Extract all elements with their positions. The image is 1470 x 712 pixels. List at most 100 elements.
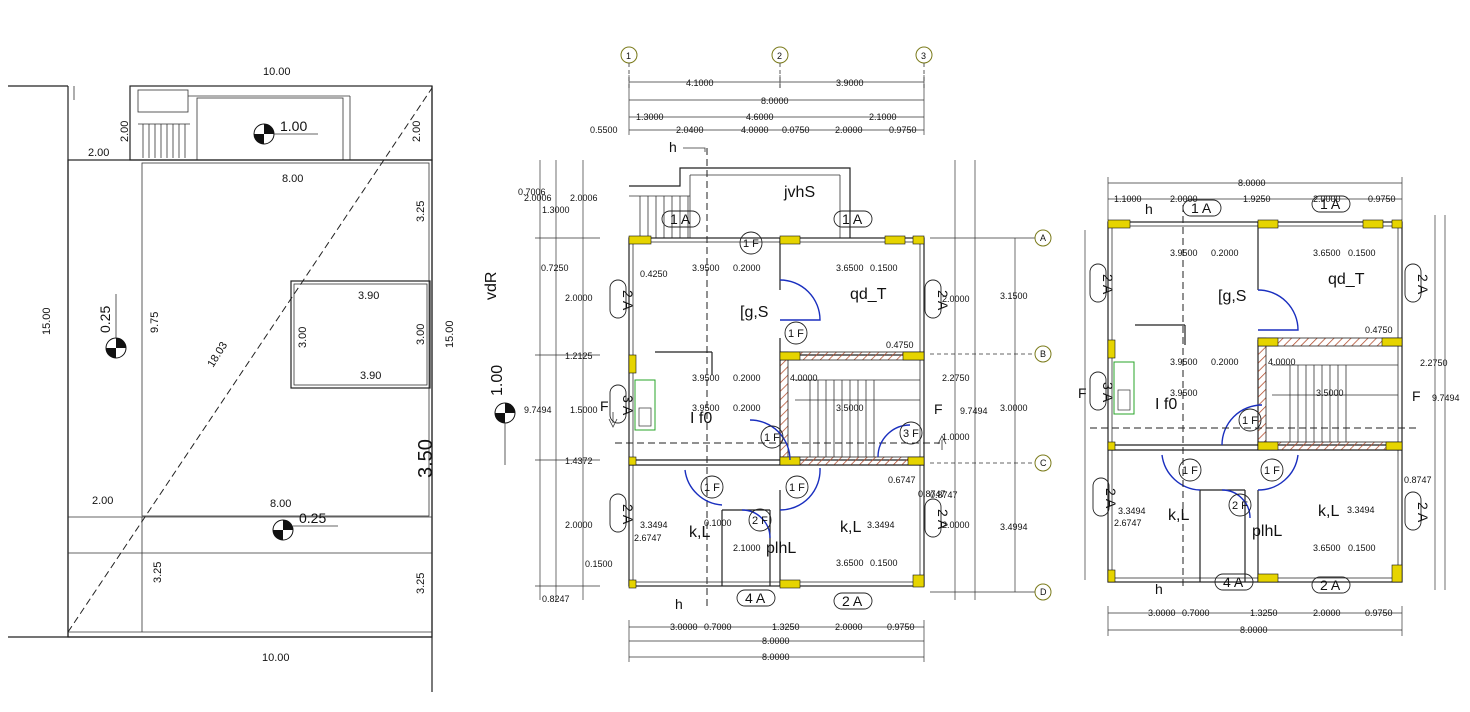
ff-dim-b: 0.2000 — [1211, 248, 1239, 258]
ff-tag-1: 1 A — [1191, 200, 1212, 216]
ff-dim-p: 3.6500 — [1313, 543, 1341, 553]
ff-tag-12: 1 F — [1264, 465, 1280, 477]
gf-dim-p: 0.4750 — [886, 340, 914, 350]
ff-cut-bottom: h — [1155, 581, 1163, 597]
gf-tag-11: 1 F — [788, 328, 804, 340]
gf-left-total: 9.7494 — [524, 405, 552, 415]
site-level-mid: 0.25 — [97, 306, 113, 333]
gf-tag-14: 1 F — [789, 482, 805, 494]
gf-left-dim-2: 0.7006 — [518, 187, 546, 197]
site-right-height: 15.00 — [444, 320, 456, 348]
gf-room-room-1: k,L — [689, 524, 710, 541]
ff-bottom-dim-5: 0.9750 — [1365, 608, 1393, 618]
gf-tag-3: 2 A — [620, 290, 636, 311]
gf-room-hall: I f0 — [690, 410, 712, 427]
gf-bottom-dim-3: 1.3250 — [772, 622, 800, 632]
gf-room-side-label: vdR — [483, 272, 500, 300]
gf-dim-o: 3.3494 — [867, 520, 895, 530]
gf-top-dim-2: 3.9000 — [836, 78, 864, 88]
gf-dim-k: 2.1000 — [733, 543, 761, 553]
gf-top-dim-r3-6: 0.9750 — [889, 125, 917, 135]
gf-bottom-total-1: 8.0000 — [762, 636, 790, 646]
gf-right-dim-2: 3.0000 — [1000, 403, 1028, 413]
site-left-strip: 2.00 — [88, 147, 109, 159]
ff-tag-13: 2 F — [1232, 500, 1248, 512]
ff-room-room-1: k,L — [1168, 507, 1189, 524]
site-big-label: 3.50 — [415, 439, 437, 478]
ff-tag-11: 1 F — [1182, 465, 1198, 477]
ff-room-bedroom: [g,S — [1218, 288, 1246, 305]
ff-room-room-2: k,L — [1318, 503, 1339, 520]
site-left-strip-lower: 2.00 — [92, 495, 113, 507]
gf-level: 1.00 — [489, 365, 506, 396]
ff-dim-q: 0.1500 — [1348, 543, 1376, 553]
ff-dim-e: 3.9500 — [1170, 357, 1198, 367]
ground-floor-plan: 1 2 3 4.1000 3.9000 8.0000 1.3000 4.6000… — [483, 46, 1052, 662]
ff-tag-3: 2 A — [1100, 274, 1116, 295]
site-left-height: 15.00 — [41, 307, 53, 335]
grid-col-2-label: 2 — [777, 51, 782, 61]
site-plan: 1.00 0.25 0.25 10.00 10.00 15.00 15.00 2… — [8, 66, 456, 692]
gf-dim-h: 3.9500 — [692, 403, 720, 413]
gf-dim-c: 3.6500 — [836, 263, 864, 273]
ff-tags — [1089, 195, 1422, 594]
gf-tag-4: 2 A — [935, 290, 951, 311]
gf-tag-13: 1 F — [704, 482, 720, 494]
grid-row-a — [1034, 229, 1052, 247]
ff-dim-n: 2.6747 — [1114, 518, 1142, 528]
ff-top-dim-1: 1.1000 — [1114, 194, 1142, 204]
gf-cut-left: F — [600, 398, 609, 414]
grid-row-b-label: B — [1040, 349, 1046, 359]
site-inner-height: 9.75 — [149, 312, 161, 333]
ff-hatched-wall-1 — [1257, 337, 1403, 347]
ff-tag-9: 2 A — [1320, 577, 1341, 593]
ff-top-dim-5: 0.9750 — [1368, 194, 1396, 204]
ff-cut-right: F — [1412, 388, 1421, 404]
gf-top-dim-r3-3: 4.0000 — [741, 125, 769, 135]
gf-right-dim-8: 1.0000 — [942, 432, 970, 442]
gf-tag-12: 1 F — [764, 432, 780, 444]
ff-hatched-wall-3 — [1257, 441, 1403, 451]
gf-bottom-total-2: 8.0000 — [762, 652, 790, 662]
grid-row-b — [1034, 345, 1052, 363]
gf-bottom-dim-5: 0.9750 — [887, 622, 915, 632]
gf-right-dim-7: 0.8747 — [918, 489, 946, 499]
site-stair-depth-right: 2.00 — [411, 121, 423, 142]
gf-hatched-wall-1 — [779, 351, 925, 361]
ff-top-dim-3: 1.9250 — [1243, 194, 1271, 204]
ff-tag-8: 4 A — [1223, 574, 1244, 590]
site-level-bottom: 0.25 — [299, 510, 326, 526]
site-right-bottom: 3.25 — [415, 573, 427, 594]
gf-top-dim-r2-1: 1.3000 — [636, 112, 664, 122]
gf-left-dim-11: 0.1500 — [585, 559, 613, 569]
ff-dim-d: 0.1500 — [1348, 248, 1376, 258]
ff-right-total: 9.7494 — [1432, 393, 1460, 403]
ff-tag-2: 1 A — [1320, 196, 1341, 212]
site-inner-box — [290, 280, 431, 389]
ff-bottom-dim-2: 0.7000 — [1182, 608, 1210, 618]
ff-door-swings — [1161, 289, 1299, 519]
site-box-height-left: 3.00 — [297, 327, 309, 348]
gf-top-dim-r3-4: 0.0750 — [782, 125, 810, 135]
gf-dim-n: 2.6747 — [634, 533, 662, 543]
ff-dim-i: 3.5000 — [1316, 388, 1344, 398]
gf-left-dim-5: 0.7250 — [541, 263, 569, 273]
ff-dim-o: 3.3494 — [1347, 505, 1375, 515]
site-inner-width-top: 8.00 — [282, 173, 303, 185]
gf-dim-u: 0.1500 — [870, 558, 898, 568]
gf-left-dim-1: 2.0006 — [524, 193, 552, 203]
grid-col-1 — [620, 46, 638, 88]
site-bottom-width: 10.00 — [262, 652, 290, 664]
gf-left-dim-8: 1.5000 — [570, 405, 598, 415]
gf-door-swings — [684, 279, 911, 539]
gf-tag-15: 2 F — [752, 515, 768, 527]
ff-cut-left: F — [1078, 385, 1087, 401]
gf-dim-a: 3.9500 — [692, 263, 720, 273]
ff-tag-4: 2 A — [1415, 274, 1431, 295]
ff-top-total: 8.0000 — [1238, 178, 1266, 188]
gf-dim-g: 4.0000 — [790, 373, 818, 383]
ff-bottom-dim-4: 2.0000 — [1313, 608, 1341, 618]
gf-room-bath: plhL — [766, 540, 796, 557]
gf-tag-10: 1 F — [743, 238, 759, 250]
